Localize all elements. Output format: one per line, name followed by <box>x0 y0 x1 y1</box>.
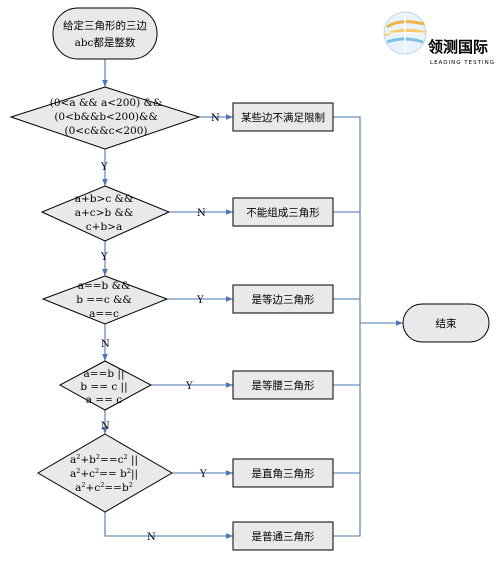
decision-1-line-2: (0<b&&b<200)&& <box>54 111 157 123</box>
result-1-label: 某些边不满足限制 <box>241 111 325 124</box>
edge-d5-r6 <box>104 512 233 539</box>
start-line-1: 给定三角形的三边 <box>63 19 147 32</box>
decision-4-line-1: a==b || <box>84 368 125 381</box>
label-d1-yes: Y <box>100 162 108 173</box>
edge-labels: N Y N Y Y N Y N Y N <box>100 113 220 543</box>
end-label: 结束 <box>436 317 457 330</box>
decision-2-line-1: a+b>c && <box>75 193 134 205</box>
decision-3-line-2: b ==c && <box>76 294 132 306</box>
end-node: 结束 <box>402 303 490 343</box>
logo-globe-icon <box>383 11 427 55</box>
decision-3-line-1: a==b && <box>78 280 131 292</box>
decision-3-line-3: a==c <box>89 308 119 320</box>
label-d3-no: N <box>101 339 110 350</box>
start-node: 给定三角形的三边 abc都是整数 <box>52 7 158 60</box>
result-scalene: 是普通三角形 <box>232 521 334 551</box>
label-d2-yes: Y <box>100 252 108 263</box>
connectors <box>102 59 403 539</box>
decision-1-line-1: (0<a && a<200) && <box>50 97 162 109</box>
decision-isosceles: a==b || b == c || a == c <box>58 360 153 411</box>
label-d2-no: N <box>197 208 206 219</box>
edge-results-bus <box>333 116 361 537</box>
result-4-label: 是等腰三角形 <box>252 379 315 392</box>
logo-name: 领测国际 <box>427 38 488 56</box>
decision-right-angle: a2+b2==c2 || a2+c2== b2|| a2+c2==b2 <box>37 433 173 513</box>
result-equilateral: 是等边三角形 <box>232 284 334 314</box>
decision-4-line-2: b == c || <box>80 381 127 394</box>
result-2-label: 不能组成三角形 <box>246 206 320 219</box>
decision-1-line-3: (0<c&&c<200) <box>65 125 148 137</box>
result-right-angle: 是直角三角形 <box>232 458 334 488</box>
decision-4-line-3: a == c <box>86 394 123 406</box>
label-d4-yes: Y <box>185 381 193 392</box>
decision-equilateral: a==b && b ==c && a==c <box>41 275 169 325</box>
label-d4-no: N <box>101 421 110 432</box>
decision-triangle-inequality: a+b>c && a+c>b && c+b>a <box>40 185 171 242</box>
decision-2-line-2: a+c>b && <box>75 207 134 219</box>
label-d5-yes: Y <box>199 469 207 480</box>
start-line-2: abc都是整数 <box>75 36 136 49</box>
decision-5-line-3: a2+c2==b2 <box>75 481 133 494</box>
result-6-label: 是普通三角形 <box>252 530 315 543</box>
result-3-label: 是等边三角形 <box>252 293 315 306</box>
result-5-label: 是直角三角形 <box>252 467 315 480</box>
decision-5-line-1: a2+b2==c2 || <box>70 453 138 467</box>
logo-subtitle: LEADING TESTING <box>430 60 495 66</box>
result-isosceles: 是等腰三角形 <box>232 370 334 400</box>
result-not-triangle: 不能组成三角形 <box>232 197 334 227</box>
result-invalid-range: 某些边不满足限制 <box>232 102 334 132</box>
decision-5-line-2: a2+c2== b2|| <box>70 467 138 481</box>
logo: 领测国际 LEADING TESTING <box>383 11 495 66</box>
label-d1-no: N <box>211 113 220 124</box>
label-d5-no: N <box>147 532 156 543</box>
label-d3-yes: Y <box>196 295 204 306</box>
decision-2-line-3: c+b>a <box>86 221 122 233</box>
decision-range-check: (0<a && a<200) && (0<b&&b<200)&& (0<c&&c… <box>9 86 201 150</box>
